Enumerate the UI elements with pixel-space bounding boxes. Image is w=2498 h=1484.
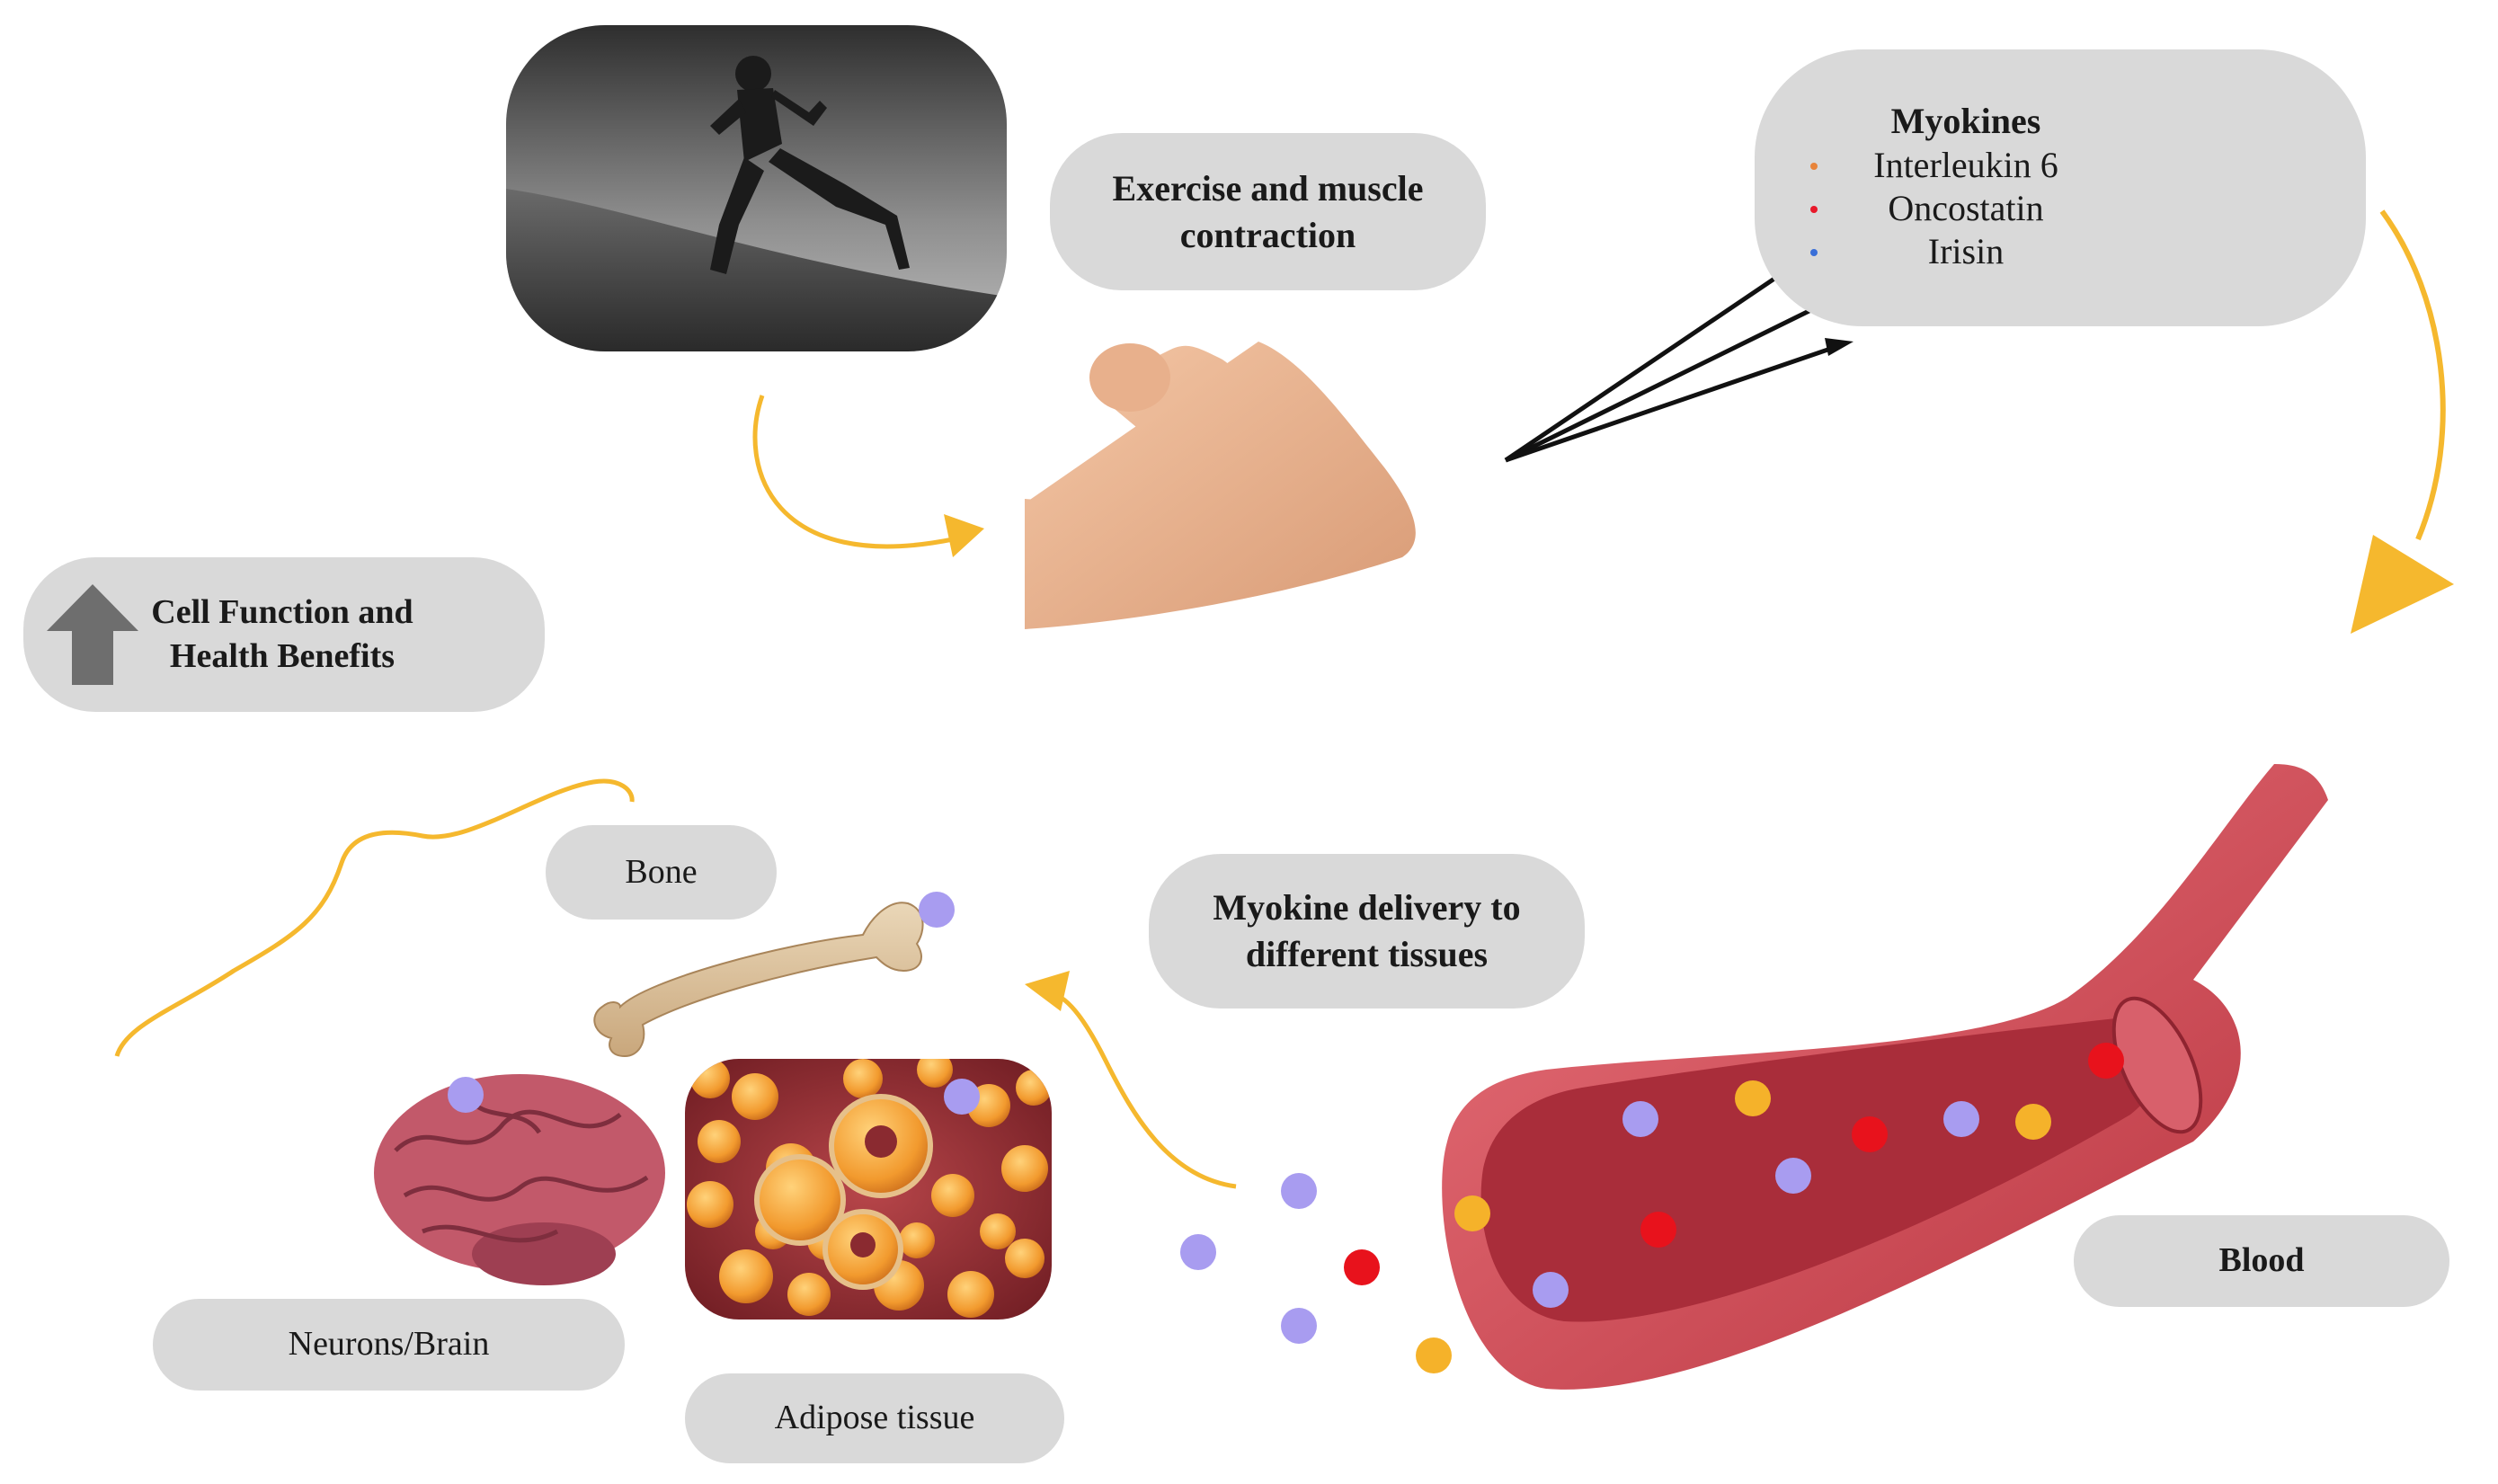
delivery-label-line1: Myokine delivery to [1213, 884, 1520, 931]
adipose-label: Adipose tissue [775, 1396, 975, 1440]
bullet-icon [1810, 206, 1818, 213]
blood-label-pill: Blood [2074, 1215, 2449, 1307]
delivery-label-line2: different tissues [1213, 931, 1520, 978]
myokine-label-irisin: Irisin [1928, 231, 2004, 271]
delivery-curve-arrow [1052, 993, 1236, 1186]
exercise-label-pill: Exercise and muscle contraction [1050, 133, 1486, 290]
cell-function-pill: Cell Function and Health Benefits [23, 557, 545, 712]
adipose-image [685, 1052, 1052, 1320]
bone-label-pill: Bone [546, 825, 777, 920]
bone-image [594, 902, 922, 1056]
cell-function-line2: Health Benefits [151, 635, 413, 679]
brain-label: Neurons/Brain [289, 1322, 490, 1366]
delivery-label-pill: Myokine delivery to different tissues [1149, 854, 1585, 1009]
brain-image [374, 1074, 665, 1285]
wavy-line [117, 781, 632, 1056]
myokine-label-oncostatin: Oncostatin [1888, 188, 2043, 228]
bullet-icon [1810, 249, 1818, 256]
myokine-item-irisin: Irisin [1873, 230, 2058, 273]
up-arrow-icon [43, 581, 142, 689]
myokines-title: Myokines [1755, 99, 2177, 144]
myokine-item-oncostatin: Oncostatin [1873, 187, 2058, 230]
myokines-to-blood-arrow [2382, 211, 2443, 539]
flexed-arm [1025, 342, 1416, 629]
bullet-icon [1810, 163, 1818, 170]
adipose-label-pill: Adipose tissue [685, 1373, 1064, 1463]
runner-photo [506, 25, 1007, 351]
exercise-label-line1: Exercise and muscle [1113, 165, 1424, 212]
myokine-label-interleukin: Interleukin 6 [1873, 145, 2058, 185]
myokines-pill: Myokines Interleukin 6 Oncostatin Irisin [1755, 49, 2366, 326]
brain-label-pill: Neurons/Brain [153, 1299, 625, 1391]
cell-function-line1: Cell Function and [151, 591, 413, 635]
myokine-item-interleukin: Interleukin 6 [1873, 144, 2058, 187]
bone-label: Bone [625, 850, 697, 894]
exercise-curve-arrow [755, 395, 953, 547]
exercise-label-line2: contraction [1113, 212, 1424, 259]
blood-label: Blood [2218, 1239, 2304, 1283]
